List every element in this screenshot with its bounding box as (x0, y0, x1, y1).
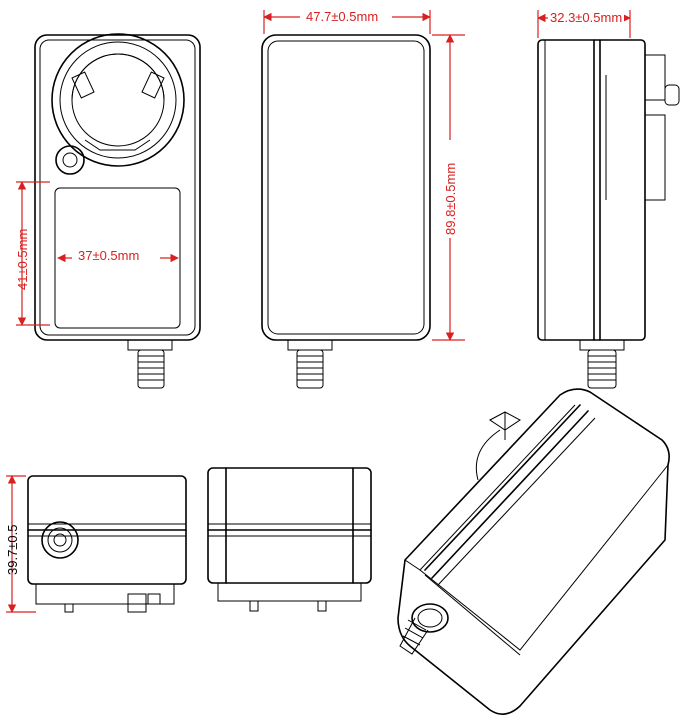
front-view-socket: 41±0.5mm 37±0.5mm (15, 33, 201, 389)
width-text: 47.7±0.5mm (306, 9, 378, 24)
cable-relief-middle (287, 339, 333, 389)
cable-relief-iso (399, 603, 449, 655)
height-text: 89.8±0.5mm (443, 163, 458, 235)
cable-relief-side (579, 339, 625, 389)
depth-text: 32.3±0.5mm (550, 10, 622, 25)
cable-relief-front (127, 339, 173, 389)
side-view: 32.3±0.5mm (537, 9, 680, 389)
isometric-view (397, 388, 670, 715)
top-view (207, 467, 372, 612)
label-height-text: 41±0.5mm (15, 229, 30, 290)
bottom-view: 39.7±0.5 (5, 475, 187, 613)
front-view-plain: 47.7±0.5mm 89.8±0.5mm (261, 8, 465, 389)
label-width-text: 37±0.5mm (78, 248, 139, 263)
bottom-height-text: 39.7±0.5 (5, 524, 20, 575)
